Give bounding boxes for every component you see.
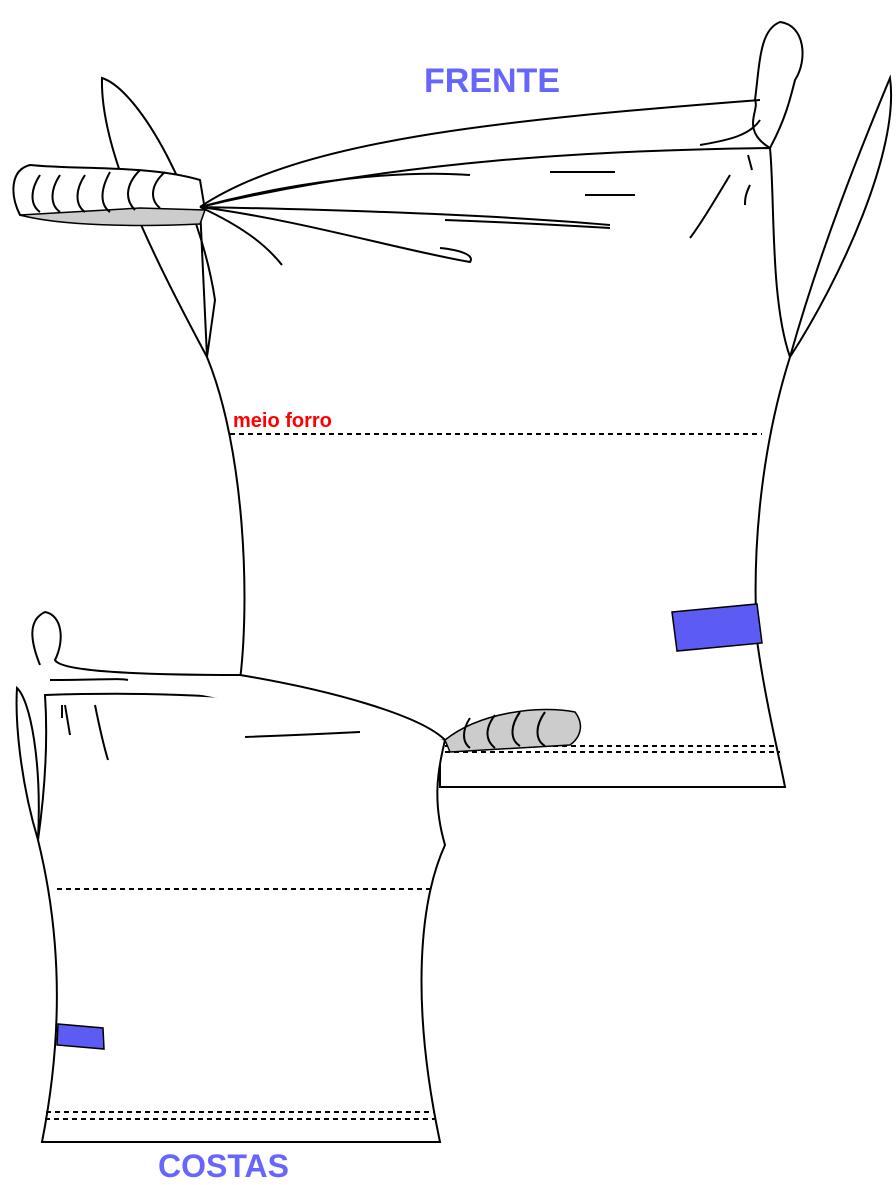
back-blue-patch [56, 1023, 105, 1050]
back-piece [15, 610, 582, 1143]
front-piece [12, 20, 893, 788]
front-label: FRENTE [424, 62, 560, 100]
front-blue-patch [671, 603, 763, 652]
back-label: COSTAS [158, 1148, 289, 1184]
gather-shadow [19, 207, 207, 227]
front-right-knot [752, 20, 804, 150]
back-left-knot [31, 610, 446, 741]
back-left-strap [15, 685, 40, 841]
back-hem-stitch [45, 1111, 435, 1120]
front-right-strap [789, 74, 893, 358]
half-lining-label: meio forro [233, 410, 332, 432]
